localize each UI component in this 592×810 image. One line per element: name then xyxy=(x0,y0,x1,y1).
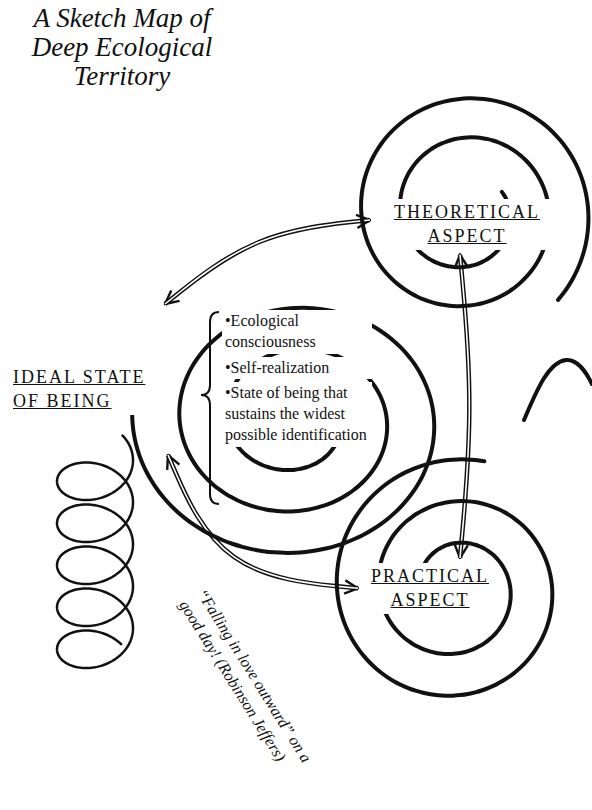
double-arrow xyxy=(168,455,358,588)
wave-line xyxy=(524,360,592,420)
connector-core xyxy=(168,455,358,588)
double-arrow xyxy=(165,220,370,304)
connector-core xyxy=(165,220,370,304)
bullet-item: •Ecological consciousness xyxy=(222,310,372,354)
aspect-heading: PRACTICAL ASPECT xyxy=(363,563,497,614)
spiral-ring xyxy=(337,459,553,695)
connector-line xyxy=(460,255,469,558)
aspect-region: IDEAL STATE OF BEING •Ecological consciou… xyxy=(6,306,376,453)
spiral-ring xyxy=(132,308,434,553)
spring-loops xyxy=(57,435,133,668)
connector-line xyxy=(168,455,358,588)
bullet-item: •State of being that sustains the widest… xyxy=(222,382,372,446)
aspect-region: PRACTICAL ASPECT xyxy=(360,560,500,617)
aspect-heading: THEORETICAL ASPECT xyxy=(375,199,559,250)
bullet-item: •Self-realization xyxy=(222,357,372,380)
connector-line xyxy=(165,220,370,304)
title: A Sketch Map of Deep Ecological Territor… xyxy=(12,4,232,91)
region-heading: IDEAL STATE OF BEING xyxy=(10,364,156,415)
quote-label: “Falling in love outward” on a good day!… xyxy=(170,581,329,799)
double-arrow xyxy=(460,255,469,558)
aspect-region: THEORETICAL ASPECT xyxy=(372,196,562,253)
bullet-list: •Ecological consciousness •Self-realizati… xyxy=(222,310,372,450)
spiral-ring xyxy=(361,98,588,306)
connector-core xyxy=(460,255,469,558)
